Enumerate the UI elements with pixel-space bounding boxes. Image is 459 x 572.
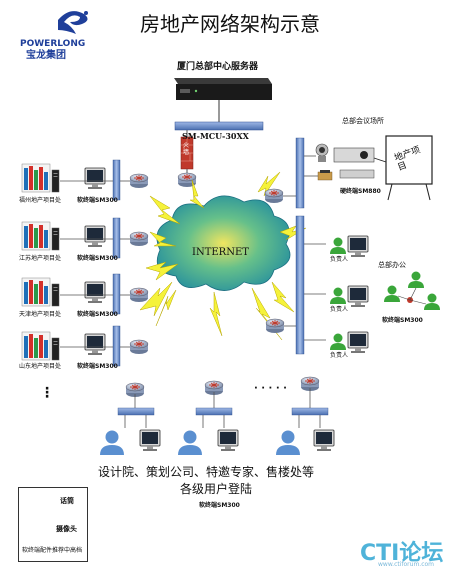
branch-site <box>21 217 149 259</box>
hq-office-group <box>384 271 440 310</box>
powerlong-logo <box>58 11 88 35</box>
remote-caption-2: 各级用户登陆 <box>180 482 253 496</box>
meeting-router <box>264 188 284 204</box>
meeting-room-label: 总部会议场所 <box>342 117 384 125</box>
office-person <box>304 285 369 308</box>
branch-terminal: 软终端SM300 <box>77 363 118 370</box>
legend-camera: 摄像头 <box>56 525 77 533</box>
office-router <box>265 318 285 334</box>
branch-name: 福州地产项目处 <box>19 197 62 204</box>
person-label: 负责人 <box>330 352 349 359</box>
meeting-terminal: 硬终端SM880 <box>340 188 381 195</box>
branch-name: 江苏地产项目处 <box>19 255 62 262</box>
office-terminal: 软终端SM300 <box>382 317 423 324</box>
meeting-switch <box>295 137 305 209</box>
remote-site <box>178 380 239 455</box>
branch-site <box>21 325 149 367</box>
remote-terminal: 软终端SM300 <box>199 502 240 509</box>
remote-site <box>100 382 161 455</box>
branch-name: 山东地产项目处 <box>19 363 62 370</box>
svg-text:CTI论坛: CTI论坛 <box>360 540 443 566</box>
watermark-logo: CTI论坛 <box>360 540 443 566</box>
firewall-label: 火墙 <box>183 142 190 157</box>
legend <box>18 487 88 562</box>
page-title: 房地产网络架构示意 <box>140 12 320 36</box>
office-person <box>304 331 369 354</box>
brand-cn: 宝龙集团 <box>26 50 66 61</box>
legend-mic: 话筒 <box>60 497 74 505</box>
central-server <box>174 78 272 100</box>
lightning-bolts <box>139 171 307 341</box>
legend-note: 软终端配件推荐中高档 <box>22 547 83 554</box>
watermark-url: www.ctiforum.com <box>378 561 435 568</box>
branch-name: 天津地产项目处 <box>19 311 62 318</box>
meeting-room <box>304 135 433 201</box>
remote-site <box>276 376 335 455</box>
branch-terminal: 软终端SM300 <box>77 255 118 262</box>
internet-cloud <box>156 195 291 291</box>
branch-more: ⋮ <box>40 385 54 401</box>
branch-site <box>21 159 149 201</box>
office-switch <box>295 215 305 355</box>
server-label: 厦门总部中心服务器 <box>177 62 259 72</box>
brand-name: POWERLONG <box>20 39 86 49</box>
branch-terminal: 软终端SM300 <box>77 197 118 204</box>
office-label: 总部办公 <box>378 261 406 269</box>
mcu-bar <box>174 121 264 131</box>
person-label: 负责人 <box>330 256 349 263</box>
internet-label: INTERNET <box>192 247 249 258</box>
branch-site <box>21 273 149 315</box>
mcu-label: SM-MCU-30XX <box>182 131 249 141</box>
remote-caption-1: 设计院、策划公司、特邀专家、售楼处等 <box>98 465 315 479</box>
person-label: 负责人 <box>330 306 349 313</box>
office-person <box>304 235 369 258</box>
branch-terminal: 软终端SM300 <box>77 311 118 318</box>
remote-more: · · · · · <box>254 383 287 394</box>
